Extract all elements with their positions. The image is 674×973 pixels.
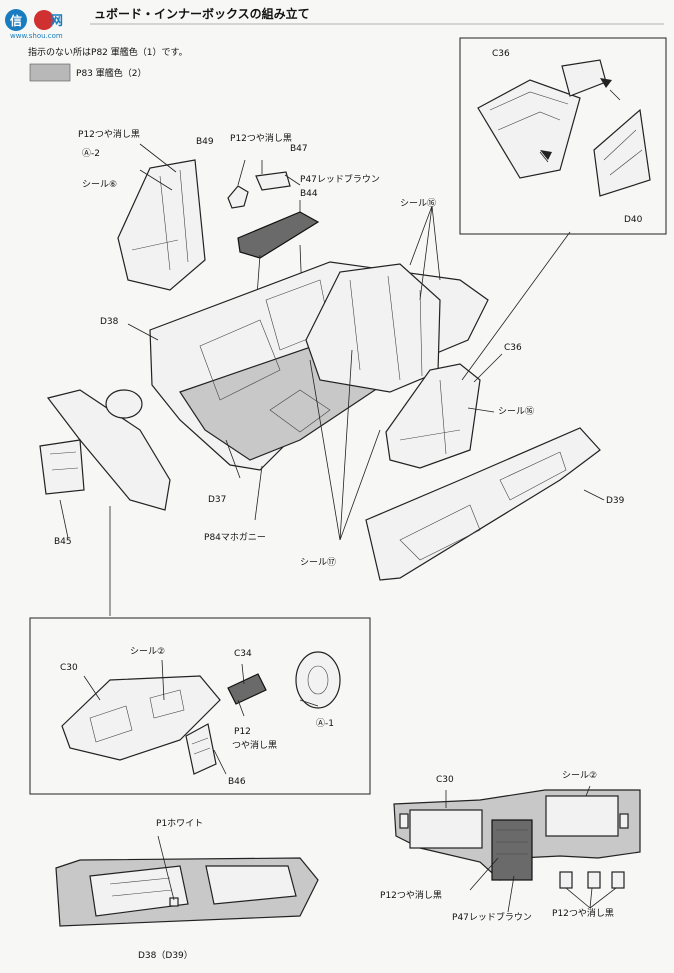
label-b45: B45 bbox=[54, 537, 72, 547]
watermark-url: www.shou.com bbox=[10, 32, 63, 40]
label-p12-c: P12つや消し黒 bbox=[380, 889, 442, 901]
label-c34: C34 bbox=[234, 649, 252, 659]
label-c30-left: C30 bbox=[60, 663, 78, 673]
label-p12-d: P12つや消し黒 bbox=[552, 907, 614, 919]
svg-text:P83 軍艦色（2）: P83 軍艦色（2） bbox=[76, 67, 146, 79]
label-d40: D40 bbox=[624, 215, 643, 225]
label-d39: D39 bbox=[606, 496, 625, 506]
label-seal6: シール⑥ bbox=[82, 180, 117, 190]
door-panel-d39 bbox=[365, 427, 601, 581]
dashboard-detail-drawing bbox=[61, 651, 341, 775]
label-b44: B44 bbox=[300, 189, 318, 199]
label-p12-matte-b: つや消し黒 bbox=[232, 739, 277, 751]
shift-parts bbox=[227, 171, 320, 259]
dashboard-detail-box bbox=[29, 617, 371, 795]
default-color-suffix: 軍艦色（1）です。 bbox=[108, 46, 188, 58]
label-d37: D37 bbox=[208, 495, 226, 505]
swatch-code: 83 bbox=[81, 69, 92, 79]
dashboard-c30 bbox=[393, 789, 641, 889]
label-c30-right: C30 bbox=[436, 775, 454, 785]
label-seal17: シール⑰ bbox=[300, 557, 336, 568]
leader-lines-shift bbox=[237, 159, 306, 391]
color-note: 指示のない所はP82 軍艦色（1）です。 bbox=[28, 46, 188, 58]
dashboard-b45 bbox=[39, 389, 171, 511]
default-color-code: 82 bbox=[96, 48, 107, 58]
label-p12-matte-top: つや消し黒 bbox=[95, 128, 140, 140]
svg-text:指示のない所はP82 軍艦色（1）です。: 指示のない所はP82 軍艦色（1）です。 bbox=[28, 46, 188, 58]
front-seat-right bbox=[385, 363, 481, 469]
front-seat-left bbox=[117, 159, 206, 291]
header-watermark: 信 网 www.shou.com bbox=[5, 9, 63, 40]
swatch-note: P83 軍艦色（2） bbox=[29, 63, 146, 82]
label-p1: P1ホワイト bbox=[156, 818, 203, 829]
label-seal16-right: シール⑯ bbox=[498, 406, 534, 417]
door-panel-d38 bbox=[55, 857, 319, 927]
leader-lines-detail bbox=[83, 659, 319, 775]
label-p84: P84マホガニー bbox=[204, 532, 266, 543]
label-p12-b: P12 bbox=[234, 727, 251, 737]
label-seal2-left: シール② bbox=[130, 647, 165, 657]
gray-swatch bbox=[29, 63, 71, 82]
watermark-char-1: 信 bbox=[10, 13, 22, 28]
label-b47: B47 bbox=[290, 144, 308, 154]
label-c36-mid: C36 bbox=[504, 343, 522, 353]
leader-line-p1 bbox=[157, 835, 175, 901]
label-seal2-right: シール② bbox=[562, 771, 597, 781]
leader-lines-c30 bbox=[445, 785, 617, 913]
label-p12-shift: P12つや消し黒 bbox=[230, 132, 292, 144]
watermark-char-2: 网 bbox=[50, 14, 63, 29]
label-p47-top: P47レッドブラウン bbox=[300, 173, 380, 185]
label-d38-d39: D38（D39） bbox=[138, 950, 193, 961]
page-title: ュボード・インナーボックスの組み立て bbox=[94, 6, 310, 21]
label-b49: B49 bbox=[196, 137, 214, 147]
leader-lines-main bbox=[59, 143, 605, 616]
label-p1-white: ホワイト bbox=[167, 818, 203, 829]
label-p47-b: P47レッドブラウン bbox=[452, 911, 532, 923]
label-a2: Ⓐ-2 bbox=[82, 148, 100, 159]
default-color-prefix: 指示のない所はP bbox=[28, 46, 97, 58]
label-seal16-top: シール⑯ bbox=[400, 198, 436, 209]
rear-seats bbox=[305, 263, 441, 393]
inset-seat-drawing bbox=[477, 59, 651, 197]
label-p12-top: P12つや消し黒 bbox=[78, 128, 140, 140]
inset-seat-box bbox=[459, 37, 667, 235]
label-b46: B46 bbox=[228, 777, 246, 787]
swatch-label: 軍艦色（2） bbox=[93, 67, 147, 79]
label-a1: Ⓐ-1 bbox=[316, 718, 334, 729]
label-d38: D38 bbox=[100, 317, 119, 327]
label-c36-inset: C36 bbox=[492, 49, 510, 59]
